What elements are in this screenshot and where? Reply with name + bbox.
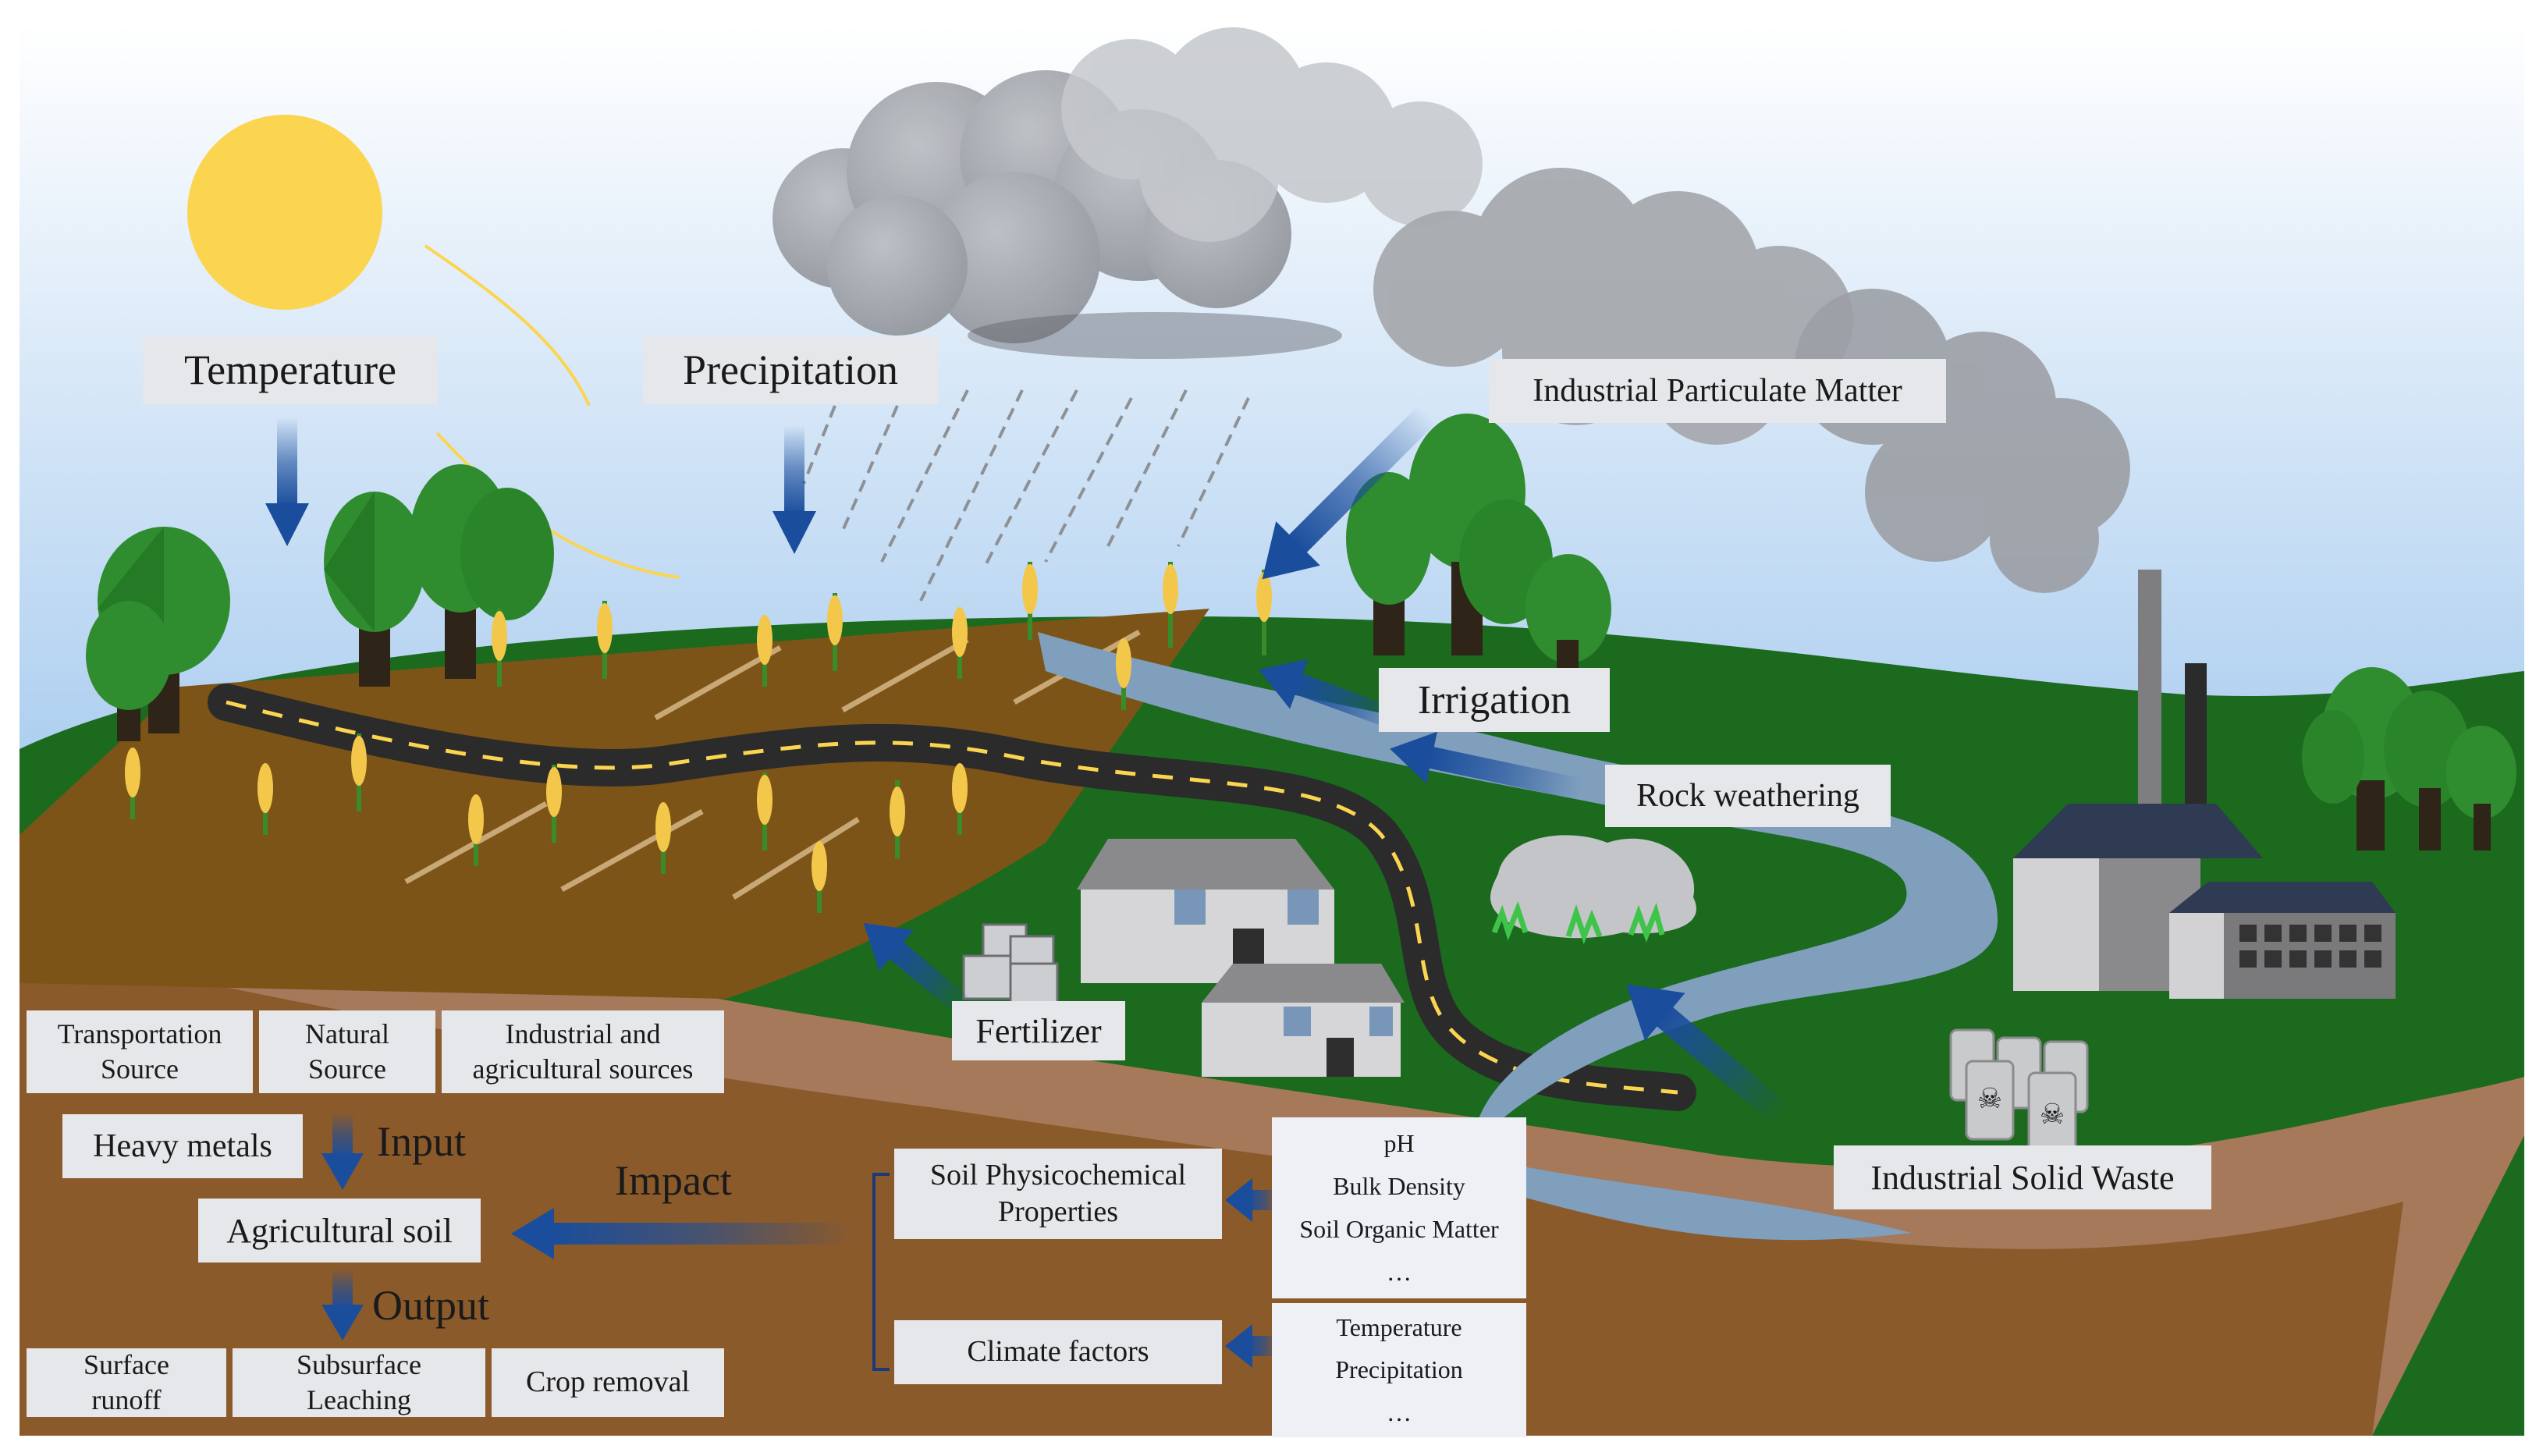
road-markings [226,700,1678,1095]
soil-item: Bulk Density [1333,1172,1465,1200]
label-irrigation: Irrigation [1379,668,1610,732]
factory-icon [2013,570,2396,999]
output-crop-removal: Crop removal [492,1348,724,1417]
rain-icon [802,389,1250,602]
arrow-output [321,1268,364,1341]
soil-item: Soil Organic Matter [1299,1215,1499,1243]
factors-bracket [872,1173,890,1371]
box-soil-properties: Soil Physicochemical Properties [894,1149,1222,1239]
box-heavy-metals: Heavy metals [62,1114,303,1178]
text-impact: Impact [615,1157,732,1204]
arrow-impact [511,1208,854,1259]
fertilizer-bag-icon [962,923,1059,1008]
source-natural: Natural Source [259,1010,435,1093]
sun-icon [187,115,382,310]
soil-item: … [1387,1258,1412,1286]
list-climate-items: Temperature Precipitation … [1272,1303,1526,1437]
house-icon [1077,839,1334,983]
arrow-precipitation [772,425,816,554]
tree-icon [410,464,554,679]
list-soil-items: pH Bulk Density Soil Organic Matter … [1272,1117,1526,1298]
label-precipitation: Precipitation [643,337,938,404]
arrow-input [321,1112,364,1190]
label-industrial-particulate: Industrial Particulate Matter [1489,359,1946,423]
output-surface-runoff: Surface runoff [27,1348,226,1417]
label-fertilizer: Fertilizer [952,1001,1125,1060]
skull-icon: ☠☠ [1977,1083,2065,1131]
box-agricultural-soil: Agricultural soil [198,1199,481,1262]
waste-barrel-icon [1949,1028,2089,1152]
source-transportation: Transportation Source [27,1010,253,1093]
source-industrial-agricultural: Industrial and agricultural sources [442,1010,724,1093]
cloud-shadow [968,312,1342,359]
svg-text:☠: ☠ [2040,1099,2065,1131]
climate-item: Temperature [1336,1312,1462,1341]
text-output: Output [372,1282,490,1329]
arrow-rock-weathering [1390,731,1583,801]
arrow-industrial-solid-waste [1626,984,1790,1124]
box-climate-factors: Climate factors [894,1320,1222,1384]
sun-ray-icon [424,244,591,407]
cloud-icon [1061,27,1483,242]
text-input: Input [377,1118,466,1165]
tree-icon [324,492,425,687]
arrow-fertilizer [863,922,972,1017]
label-temperature: Temperature [143,337,438,404]
label-industrial-solid-waste: Industrial Solid Waste [1834,1145,2211,1209]
arrow-temperature [265,417,309,546]
river [1038,632,1998,1241]
corn-plant-icon [125,562,1272,913]
svg-text:☠: ☠ [1977,1083,2002,1115]
tree-icon [86,601,172,741]
climate-item: … [1387,1398,1412,1427]
climate-item: Precipitation [1335,1355,1463,1384]
rock-icon [1490,835,1696,945]
label-rock-weathering: Rock weathering [1605,765,1891,827]
soil-item: pH [1383,1129,1415,1157]
tree-icon [2302,667,2516,851]
field-rows [404,629,1141,900]
house-icon [1202,964,1405,1077]
output-subsurface-leaching: Subsurface Leaching [233,1348,485,1417]
arrow-industrial-particulate [1262,404,1437,580]
